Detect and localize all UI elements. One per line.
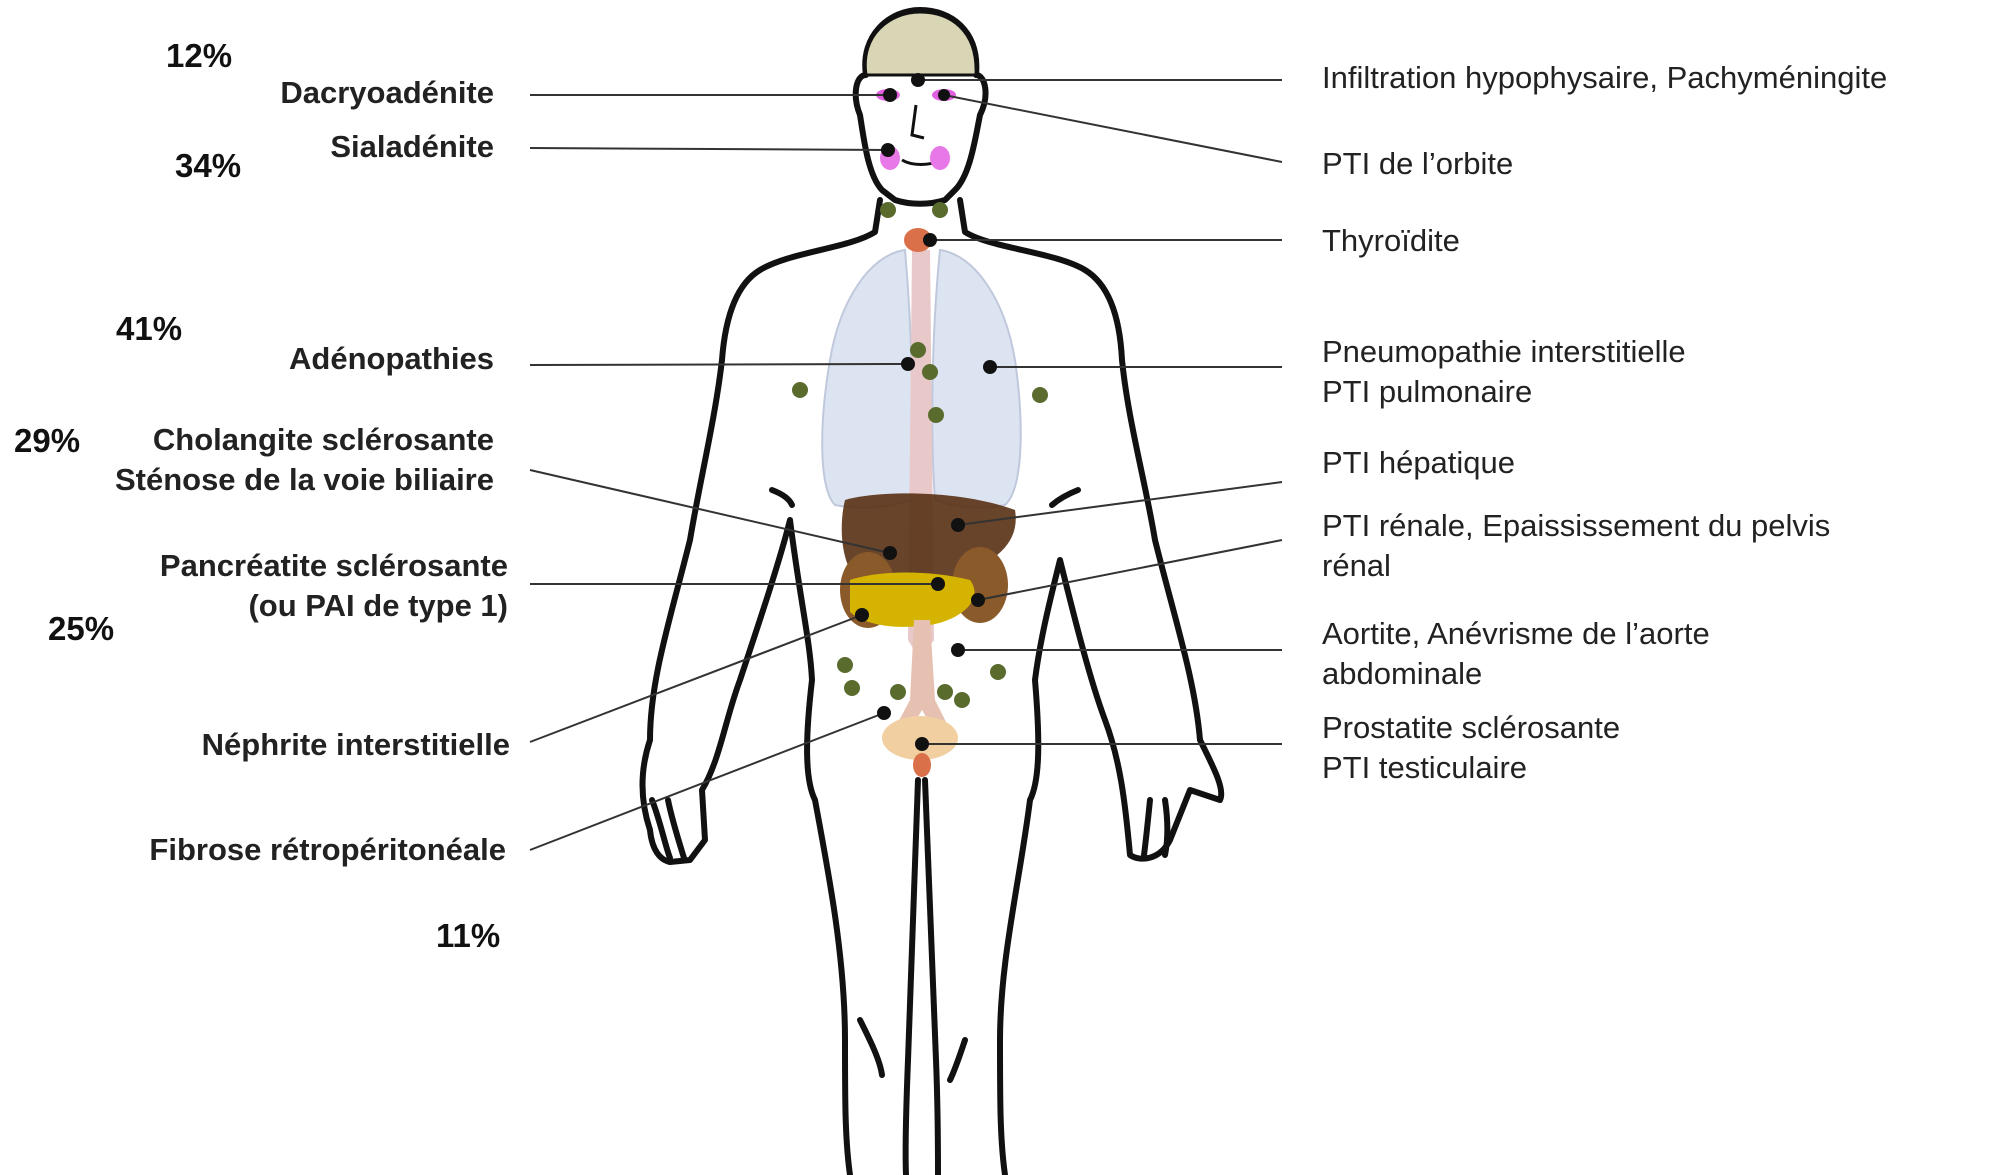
connector-dot bbox=[951, 518, 965, 532]
pancreas bbox=[850, 573, 974, 627]
label-thyroidite: Thyroïdite bbox=[1322, 221, 1460, 261]
lung-right bbox=[932, 250, 1020, 508]
label-fibrose: Fibrose rétropéritonéale bbox=[149, 830, 506, 870]
connector-orbite bbox=[944, 95, 1282, 162]
connector-dot bbox=[923, 233, 937, 247]
arm-crease-right bbox=[1052, 490, 1078, 505]
label-line: Infiltration hypophysaire, Pachyméningit… bbox=[1322, 60, 1887, 95]
percent-cholangite: 29% bbox=[14, 422, 80, 460]
label-cholangite: Cholangite sclérosante Sténose de la voi… bbox=[115, 420, 494, 500]
connector-sialadenite bbox=[530, 148, 888, 150]
salivary-right bbox=[930, 146, 950, 170]
label-line: PTI de l’orbite bbox=[1322, 146, 1513, 181]
label-adenopathies: Adénopathies bbox=[289, 339, 494, 379]
connector-renale bbox=[978, 540, 1282, 600]
label-line: Cholangite sclérosante bbox=[115, 420, 494, 460]
connector-dot bbox=[911, 73, 925, 87]
label-sialadenite: Sialadénite bbox=[330, 127, 494, 167]
prostate bbox=[913, 753, 931, 777]
label-line: abdominale bbox=[1322, 654, 1710, 694]
lymph-node bbox=[1032, 387, 1048, 403]
arm-crease-left bbox=[772, 490, 792, 505]
connector-adenopathies bbox=[530, 364, 908, 365]
lymph-node bbox=[837, 657, 853, 673]
lymph-node bbox=[937, 684, 953, 700]
label-line: Sténose de la voie biliaire bbox=[115, 460, 494, 500]
nose bbox=[912, 105, 924, 138]
label-pancreatite: Pancréatite sclérosante (ou PAI de type … bbox=[160, 546, 508, 626]
connector-dot bbox=[971, 593, 985, 607]
lymph-node bbox=[932, 202, 948, 218]
inner-leg-left bbox=[906, 780, 918, 1175]
lymph-node bbox=[844, 680, 860, 696]
connector-dot bbox=[883, 88, 897, 102]
label-line: Thyroïdite bbox=[1322, 223, 1460, 258]
lymph-node bbox=[922, 364, 938, 380]
label-line: Dacryoadénite bbox=[280, 75, 494, 110]
label-line: (ou PAI de type 1) bbox=[160, 586, 508, 626]
percent-dacryoadenite: 12% bbox=[166, 37, 232, 75]
connector-dot bbox=[983, 360, 997, 374]
connector-dot bbox=[883, 546, 897, 560]
percent-pancreatite: 25% bbox=[48, 610, 114, 648]
connector-dot bbox=[881, 143, 895, 157]
inner-leg-right bbox=[925, 780, 938, 1175]
connector-dot bbox=[915, 737, 929, 751]
lymph-node bbox=[928, 407, 944, 423]
label-line: Sialadénite bbox=[330, 129, 494, 164]
lung-left bbox=[822, 250, 912, 508]
connector-dot bbox=[877, 706, 891, 720]
label-line: Aortite, Anévrisme de l’aorte bbox=[1322, 614, 1710, 654]
lymph-node bbox=[890, 684, 906, 700]
label-line: Adénopathies bbox=[289, 341, 494, 376]
connector-dot bbox=[901, 357, 915, 371]
hand-right bbox=[1144, 800, 1167, 855]
label-renale: PTI rénale, Epaississement du pelvis rén… bbox=[1322, 506, 1830, 586]
lymph-node bbox=[954, 692, 970, 708]
label-prostatite: Prostatite sclérosante PTI testiculaire bbox=[1322, 708, 1620, 788]
label-hypophyse: Infiltration hypophysaire, Pachyméningit… bbox=[1322, 58, 1887, 98]
label-line: PTI rénale, Epaississement du pelvis bbox=[1322, 506, 1830, 546]
lymph-node bbox=[990, 664, 1006, 680]
knee-mark-right bbox=[950, 1040, 965, 1080]
label-line: PTI testiculaire bbox=[1322, 748, 1620, 788]
percent-adenopathies: 41% bbox=[116, 310, 182, 348]
lymph-node bbox=[792, 382, 808, 398]
label-nephrite: Néphrite interstitielle bbox=[202, 725, 510, 765]
label-line: Prostatite sclérosante bbox=[1322, 708, 1620, 748]
connector-dot bbox=[855, 608, 869, 622]
percent-sialadenite: 34% bbox=[175, 147, 241, 185]
label-line: Pancréatite sclérosante bbox=[160, 546, 508, 586]
label-aortite: Aortite, Anévrisme de l’aorte abdominale bbox=[1322, 614, 1710, 694]
lymph-node bbox=[910, 342, 926, 358]
label-orbite: PTI de l’orbite bbox=[1322, 144, 1513, 184]
label-line: Néphrite interstitielle bbox=[202, 727, 510, 762]
label-line: rénal bbox=[1322, 546, 1830, 586]
label-line: PTI hépatique bbox=[1322, 445, 1515, 480]
label-hepatique: PTI hépatique bbox=[1322, 443, 1515, 483]
label-line: Pneumopathie interstitielle bbox=[1322, 332, 1686, 372]
label-dacryoadenite: Dacryoadénite bbox=[280, 73, 494, 113]
connector-dot bbox=[938, 89, 950, 101]
label-line: PTI pulmonaire bbox=[1322, 372, 1686, 412]
lymph-node bbox=[880, 202, 896, 218]
label-line: Fibrose rétropéritonéale bbox=[149, 832, 506, 867]
connector-dot bbox=[951, 643, 965, 657]
label-pneumopathie: Pneumopathie interstitielle PTI pulmonai… bbox=[1322, 332, 1686, 412]
percent-nephrite: 11% bbox=[436, 917, 500, 955]
connector-dot bbox=[931, 577, 945, 591]
knee-mark-left bbox=[860, 1020, 882, 1075]
